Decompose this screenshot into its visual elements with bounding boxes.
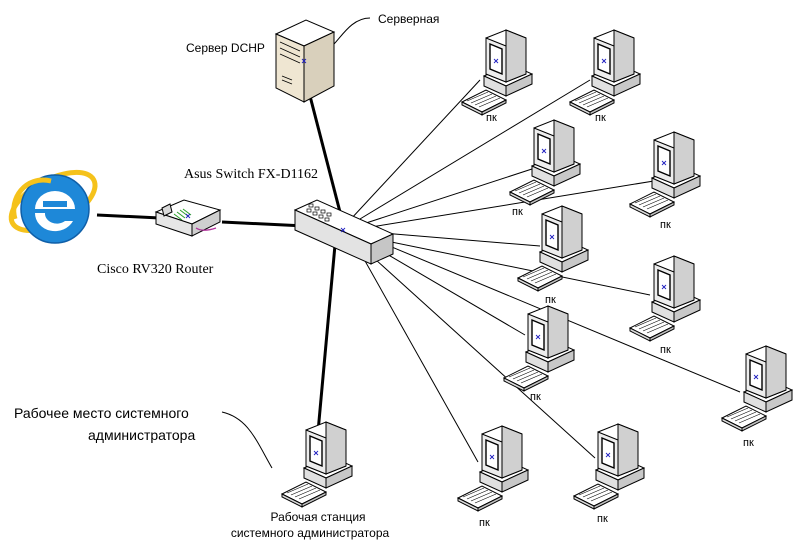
admin-place-leader [221,411,273,469]
link-switch-pc [369,231,541,247]
admin-station-label: Рабочая станция [270,510,365,524]
link-switch-pc [371,237,651,296]
server-room-leader [329,17,371,49]
server-tower-icon [274,19,336,103]
link-switch-pc [364,249,596,459]
desktop-pc-icon [509,119,581,206]
admin-station-label: системного администратора [231,526,390,540]
desktop-pc-icon [457,425,529,512]
link-switch-pc [354,79,591,223]
link-switch-admin [316,244,337,433]
router-icon [154,199,222,237]
desktop-pc-icon [503,305,575,392]
admin-place-label: администратора [88,427,195,443]
pc-label: пк [479,517,490,529]
link-switch-pc [359,167,536,226]
pc-label: пк [660,219,671,231]
link-switch-pc [359,251,479,463]
link-switch-pc [364,179,661,229]
pc-label: пк [595,112,606,124]
link-switch-pc [349,79,481,221]
admin-place-label: Рабочее место системного [14,405,189,421]
desktop-pc-icon [461,29,533,116]
pc-label: пк [530,391,541,403]
desktop-pc-icon [569,29,641,116]
router-label: Cisco RV320 Router [97,262,214,277]
link-router-switch [221,220,306,228]
pc-label: пк [545,294,556,306]
internet-explorer-icon [8,169,98,244]
link-switch-server [308,95,342,213]
switch-label: Asus Switch FX-D1162 [184,167,318,182]
desktop-pc-icon [573,423,645,510]
connections [96,17,741,469]
dhcp-server-label: Сервер DCHP [186,41,265,55]
desktop-pc-icon [281,421,353,508]
server-room-label: Серверная [378,12,439,26]
desktop-pc-icon [629,131,701,218]
link-switch-pc [367,242,526,336]
desktop-pc-icon [629,255,701,342]
pc-label: пк [660,344,671,356]
pc-label: пк [512,206,523,218]
pc-label: пк [597,513,608,525]
switch-icon [293,199,395,265]
link-internet-router [96,213,161,220]
pc-label: пк [743,437,754,449]
desktop-pc-icon [517,205,589,292]
pc-label: пк [486,112,497,124]
